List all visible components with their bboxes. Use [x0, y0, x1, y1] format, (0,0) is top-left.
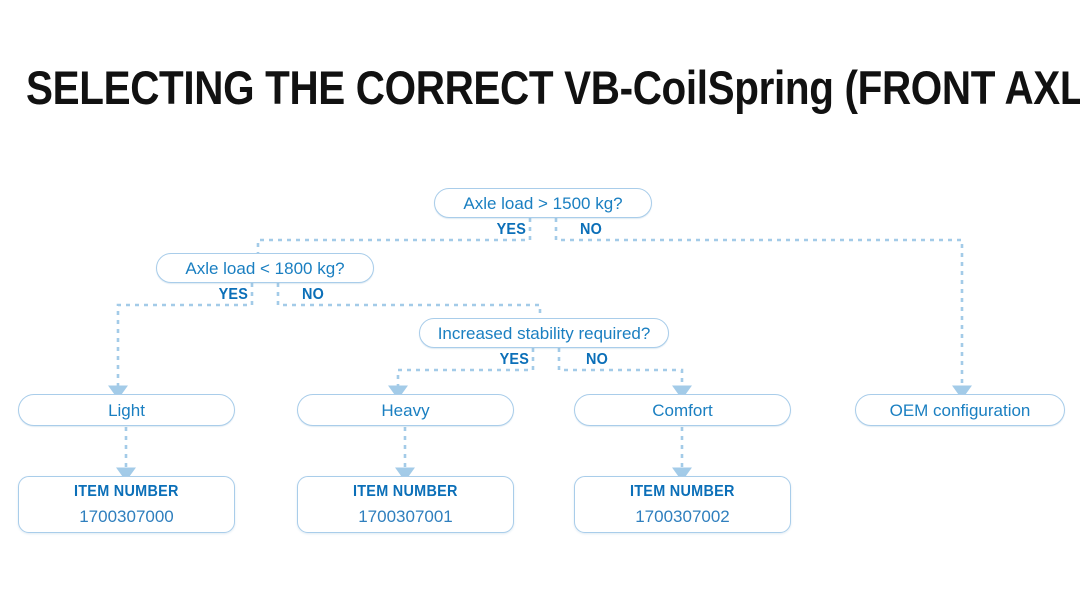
branch-label-d2-no: NO: [302, 286, 325, 303]
item-number-caption: ITEM NUMBER: [630, 483, 735, 501]
result-box-heavy[interactable]: Heavy: [297, 394, 514, 426]
item-number-card-heavy[interactable]: ITEM NUMBER 1700307001: [297, 476, 514, 533]
item-number-value: 1700307001: [358, 506, 453, 526]
branch-label-d1-yes: YES: [496, 221, 526, 238]
result-box-oem-configuration[interactable]: OEM configuration: [855, 394, 1065, 426]
decision-node-axle-load-1500[interactable]: Axle load > 1500 kg?: [434, 188, 652, 218]
branch-label-d3-no: NO: [586, 351, 609, 368]
branch-label-d2-yes: YES: [218, 286, 248, 303]
item-number-caption: ITEM NUMBER: [74, 483, 179, 501]
decision-node-label: Axle load < 1800 kg?: [185, 258, 345, 278]
decision-node-increased-stability[interactable]: Increased stability required?: [419, 318, 669, 348]
item-number-value: 1700307000: [79, 506, 174, 526]
item-number-card-light[interactable]: ITEM NUMBER 1700307000: [18, 476, 235, 533]
result-box-light[interactable]: Light: [18, 394, 235, 426]
decision-node-axle-load-1800[interactable]: Axle load < 1800 kg?: [156, 253, 374, 283]
page-title: SELECTING THE CORRECT VB-CoilSpring (FRO…: [26, 61, 1080, 114]
item-number-value: 1700307002: [635, 506, 730, 526]
decision-node-label: Axle load > 1500 kg?: [463, 193, 623, 213]
result-box-label: OEM configuration: [889, 400, 1031, 420]
result-box-label: Light: [108, 400, 145, 420]
branch-label-d3-yes: YES: [499, 351, 529, 368]
branch-label-d1-no: NO: [580, 221, 603, 238]
decision-node-label: Increased stability required?: [437, 323, 651, 343]
result-box-comfort[interactable]: Comfort: [574, 394, 791, 426]
result-box-label: Comfort: [652, 400, 713, 420]
item-number-caption: ITEM NUMBER: [353, 483, 458, 501]
result-box-label: Heavy: [381, 400, 430, 420]
item-number-card-comfort[interactable]: ITEM NUMBER 1700307002: [574, 476, 791, 533]
